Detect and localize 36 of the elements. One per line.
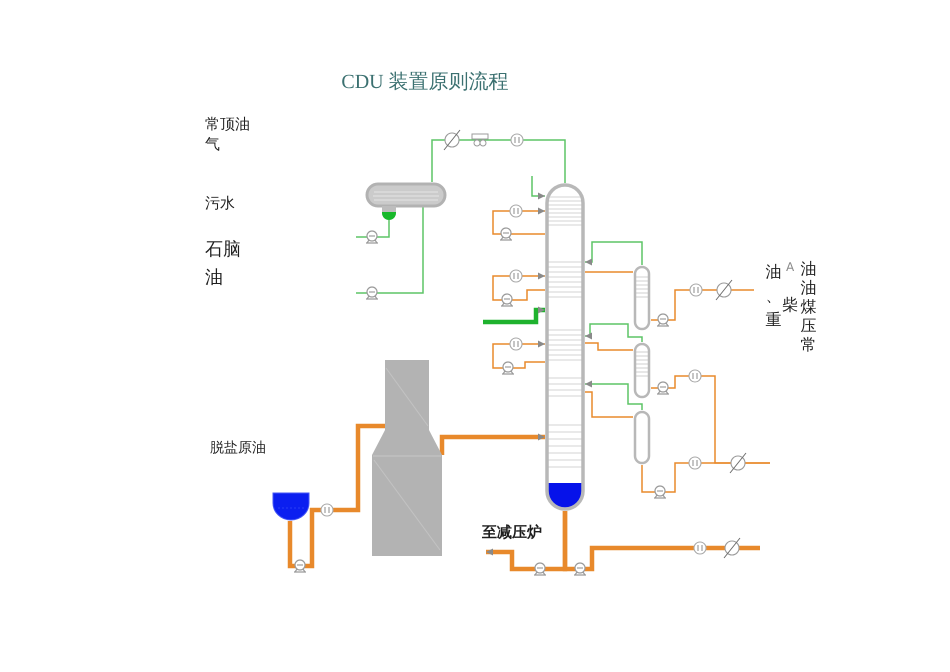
pipe-line	[651, 289, 754, 321]
stream-label: 污水	[205, 195, 235, 212]
pipe-line	[585, 342, 633, 351]
stream-label: 油、重	[765, 261, 782, 331]
pipe-line	[356, 220, 390, 238]
pipe-line	[585, 380, 643, 410]
pipe-line	[585, 271, 633, 273]
pipe-line	[492, 208, 545, 235]
pipe-line	[492, 272, 545, 301]
pipe-line	[356, 206, 424, 294]
pipe-line	[585, 241, 643, 266]
stripper-column	[633, 410, 651, 465]
stream-label: 石脑油	[205, 238, 242, 290]
pipe-line	[562, 511, 760, 572]
distillation-column	[545, 183, 585, 511]
stream-label: 脱盐原油	[210, 440, 266, 456]
stream-label: 常顶油气	[205, 114, 251, 154]
stream-label: 柴	[782, 296, 798, 314]
pipe-line	[483, 306, 545, 324]
stream-label: 油油煤压常	[800, 259, 817, 354]
stream-label: 至减压炉	[482, 523, 542, 541]
furnace	[372, 360, 442, 556]
diagram-title: CDU 装置原则流程	[341, 71, 509, 93]
crude-tank	[272, 492, 310, 521]
pipe-line	[288, 424, 385, 568]
stripper-column	[633, 265, 651, 331]
reflux-drum	[365, 182, 447, 220]
pipe-line	[641, 462, 770, 493]
pipe-line	[531, 176, 545, 200]
pipe-line	[431, 139, 566, 183]
pipe-line	[585, 391, 633, 418]
stream-label: A	[786, 261, 794, 275]
pipe-line	[440, 434, 545, 455]
pipe-line	[492, 340, 545, 369]
pipe-line	[585, 323, 643, 342]
stripper-column	[633, 342, 651, 399]
